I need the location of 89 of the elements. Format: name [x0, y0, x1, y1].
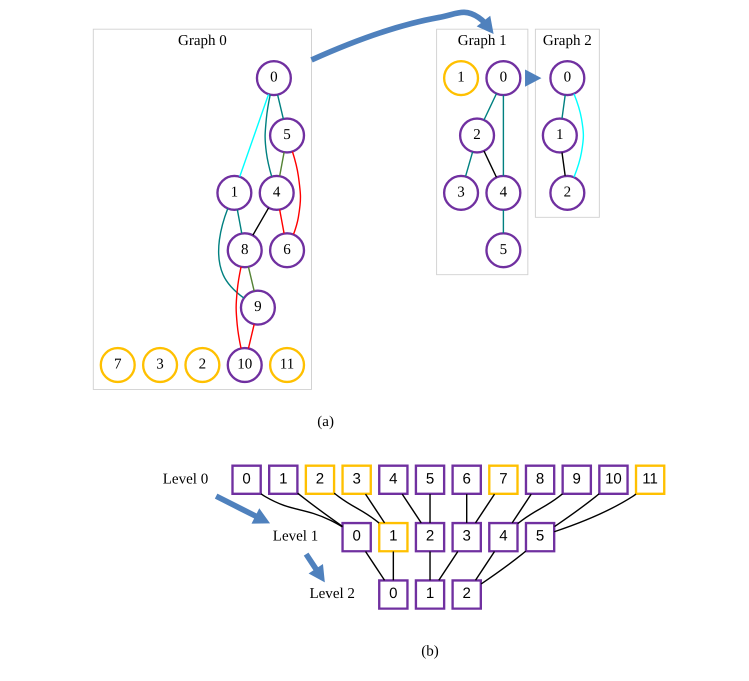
connector [364, 494, 385, 524]
node-text: Level 1 [272, 528, 318, 545]
node-box: 4 [488, 522, 518, 552]
node-box: 2 [304, 464, 335, 496]
node-circle: 8 [226, 232, 262, 268]
node-box: 8 [524, 464, 555, 496]
node-box: 1 [378, 522, 408, 552]
node-circle: 1 [541, 117, 578, 154]
connector [401, 494, 422, 524]
node-box: 5 [414, 464, 445, 496]
label: (a) [316, 414, 334, 430]
connector [480, 550, 526, 584]
connector [502, 95, 504, 176]
connector [238, 94, 269, 177]
node-circle: 1 [442, 60, 479, 96]
node-text: Level 0 [162, 471, 208, 488]
node-box: 5 [524, 522, 555, 552]
connector [560, 152, 566, 176]
node-circle: 2 [548, 174, 585, 211]
node-text: Level 2 [308, 586, 354, 602]
label: (b) [420, 643, 438, 660]
connector [333, 492, 380, 524]
node-circle: 9 [239, 290, 276, 326]
node-circle: 0 [255, 60, 292, 96]
connector [278, 152, 284, 176]
node-box: 7 [488, 464, 518, 496]
arrow [303, 552, 324, 582]
connector [554, 493, 600, 528]
connector [364, 551, 385, 581]
node-circle: 1 [216, 174, 252, 211]
node-box: 0 [340, 522, 372, 552]
node-circle: 2 [458, 117, 495, 154]
connector [236, 209, 242, 234]
connector [428, 552, 430, 580]
node-box: 9 [560, 464, 592, 496]
node-circle: 4 [484, 174, 521, 211]
connector [392, 552, 394, 580]
node-box: 2 [414, 522, 445, 552]
connector [553, 493, 636, 532]
node-circle: 5 [268, 117, 305, 154]
connector [247, 324, 254, 349]
node-box: 3 [450, 522, 482, 552]
node-circle: 0 [484, 60, 521, 96]
node-circle: 4 [258, 174, 294, 211]
arrow [214, 494, 270, 524]
node-circle: 2 [184, 346, 220, 384]
node-box: 11 [634, 464, 665, 496]
node-box: 1 [414, 579, 445, 610]
connector [516, 493, 562, 524]
connector [217, 208, 244, 298]
connector [260, 493, 342, 528]
connector [560, 95, 566, 118]
node-circle: 6 [268, 232, 305, 268]
connector [438, 551, 458, 581]
connector [278, 209, 284, 234]
connector [276, 94, 284, 120]
node-circle: 11 [268, 346, 305, 384]
connector [466, 494, 467, 523]
node-box: 0 [230, 464, 262, 496]
connector [264, 94, 272, 177]
connector [572, 93, 584, 178]
node-circle: 7 [99, 346, 136, 384]
arrow [310, 10, 494, 63]
node-box: 2 [450, 579, 482, 610]
connector [252, 207, 269, 236]
node-box: 0 [378, 579, 408, 610]
node-circle: 0 [548, 60, 585, 96]
connector [234, 266, 242, 349]
node-circle: 3 [442, 174, 479, 211]
connector [296, 492, 342, 527]
connector [464, 152, 473, 176]
node-box: 1 [268, 464, 298, 496]
connector [482, 150, 497, 178]
connector [511, 494, 532, 524]
connector [247, 266, 254, 292]
connector [482, 93, 497, 120]
connector [474, 551, 495, 581]
node-box: 4 [378, 464, 408, 496]
node-box: 10 [598, 464, 628, 496]
node-circle: 3 [141, 346, 178, 384]
node-box: 6 [450, 464, 482, 496]
node-circle: 5 [484, 232, 521, 268]
connector [428, 494, 430, 523]
connector [502, 210, 504, 234]
arrow [524, 70, 541, 87]
connector [291, 151, 301, 235]
node-box: 3 [340, 464, 372, 496]
connector [474, 494, 495, 524]
node-circle: 10 [226, 346, 262, 384]
